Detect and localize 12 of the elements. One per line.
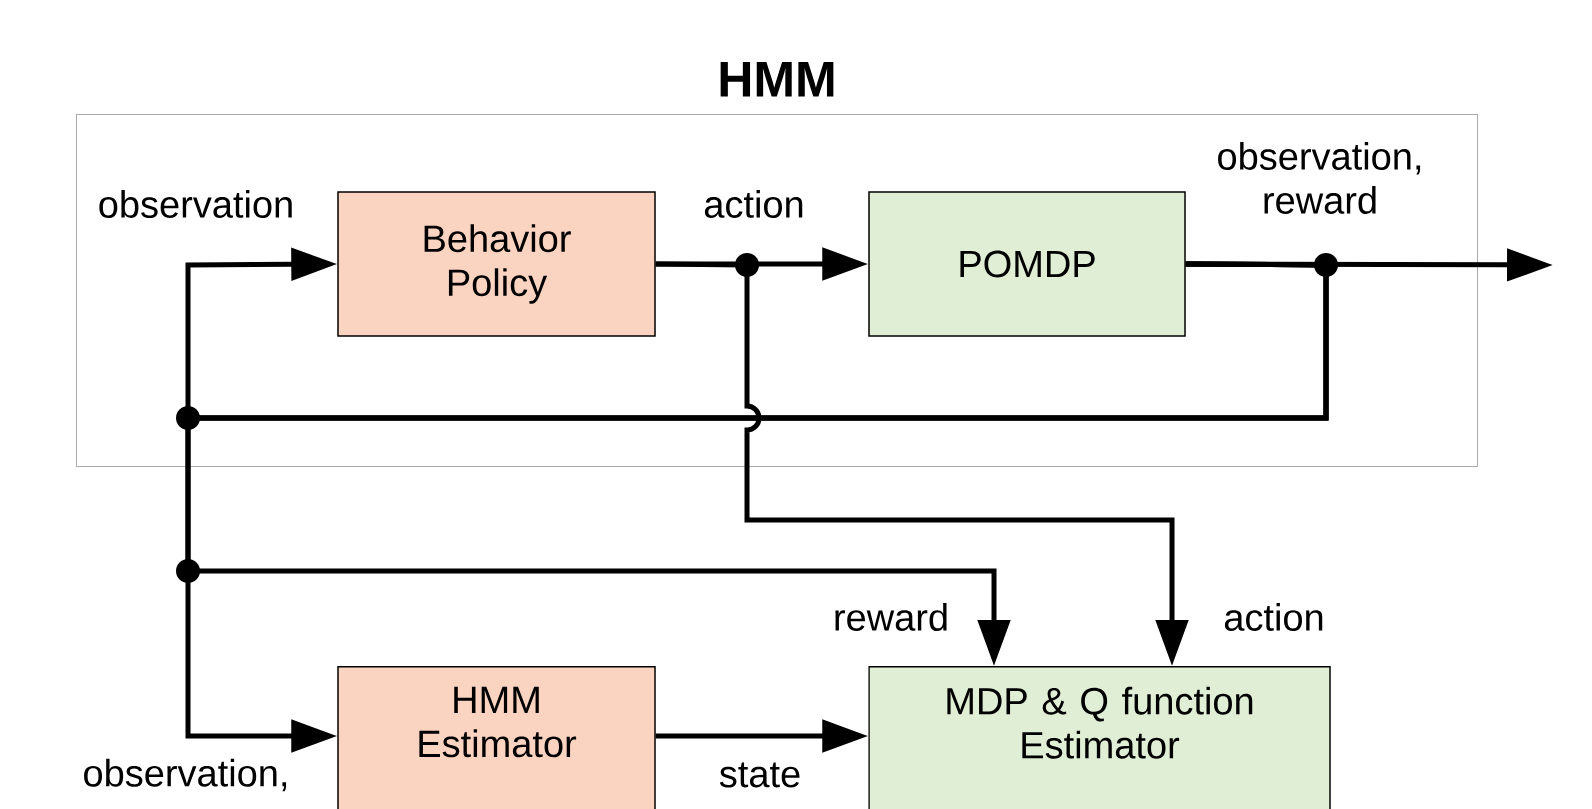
process-box: MDP & Q function Estimator [868,666,1331,809]
edge-label: state [717,761,803,789]
process-box: Behavior Policy [337,191,656,337]
process-box: POMDP [868,191,1186,337]
edge-label: action [1222,602,1326,632]
process-box: HMM Estimator [337,666,656,809]
edge-label: reward [831,602,951,632]
node-label: HMM [720,62,834,97]
edge-label: observation [96,189,296,219]
edge-label: observation, [81,757,291,793]
edge-label: observation, reward [1199,141,1441,215]
edge-label: action [702,189,806,219]
